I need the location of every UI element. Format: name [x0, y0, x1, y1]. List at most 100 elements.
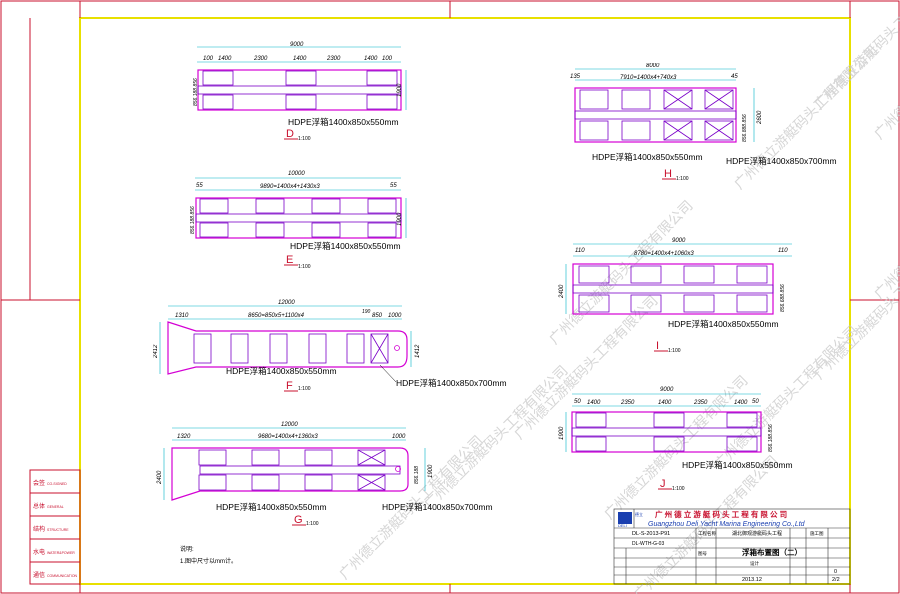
revision: 0 — [834, 569, 837, 575]
logo-cn: 德立 — [635, 511, 643, 517]
view-j-overall: 9000 — [660, 387, 674, 393]
panel-row-4-label: 水电 — [33, 548, 45, 556]
view-f-width-right: 1412 — [415, 344, 421, 358]
view-f-right-b: 850 — [372, 313, 383, 319]
view-f-label-700: HDPE浮箱1400x850x700mm — [396, 378, 507, 388]
panel-row-3-sub: STRUCTURE — [47, 528, 69, 532]
view-j: 9000 50 1400 2350 1400 2350 1400 50 1900… — [559, 387, 793, 492]
panel-row-2-label: 总体 — [33, 502, 45, 510]
view-d-seg-3: 2300 — [253, 56, 268, 62]
view-g-letter: G — [294, 514, 303, 526]
view-i-formula: 8780=1400x4+1060x3 — [634, 251, 694, 257]
view-j-seg-1: 50 — [574, 399, 581, 405]
view-d-side: 856.188.856 — [193, 78, 199, 106]
view-j-letter: J — [660, 478, 666, 490]
view-f-right-c: 1000 — [388, 313, 402, 319]
view-j-seg-5: 2350 — [693, 400, 708, 406]
view-g-label-550: HDPE浮箱1400x850x550mm — [216, 502, 327, 512]
view-j-seg-4: 1400 — [658, 400, 672, 406]
panel-row-3-label: 结构 — [33, 525, 45, 533]
view-g-label-700: HDPE浮箱1400x850x700mm — [382, 502, 493, 512]
view-e-formula: 9890=1400x4+1430x3 — [260, 184, 320, 190]
project-code-1: DL-S-2013-P91 — [632, 531, 670, 537]
view-h-label-550: HDPE浮箱1400x850x550mm — [592, 152, 703, 162]
view-e-width: 1900 — [397, 212, 403, 226]
view-i-right: 110 — [778, 248, 788, 254]
view-f-right-a: 190 — [362, 309, 371, 315]
view-h-left: 135 — [570, 74, 581, 80]
view-f-left: 1310 — [175, 313, 189, 319]
panel-row-5-sub: COMMUNICATION — [47, 574, 78, 578]
inner-frame — [79, 17, 851, 585]
view-g-side: 856.188 — [414, 466, 420, 484]
view-h-right: 45 — [731, 74, 738, 80]
view-f-formula: 8650=850x5+1100x4 — [248, 313, 305, 319]
panel-row-5-label: 通信 — [33, 571, 45, 579]
view-e-right: 55 — [390, 183, 397, 189]
panel-row-1-sub: CO-SIGNED — [47, 482, 67, 486]
view-h-formula: 7910=1400x4+740x3 — [620, 75, 677, 81]
view-d-seg-2: 1400 — [218, 56, 232, 62]
view-j-side: 856.188.856 — [768, 424, 774, 452]
view-e-side: 856.188.856 — [190, 206, 196, 234]
view-j-seg-7: 50 — [752, 399, 759, 405]
view-h-side: 856.888.856 — [742, 114, 748, 142]
view-g-width-left: 2400 — [157, 470, 163, 485]
view-i-overall: 9000 — [672, 238, 686, 244]
view-h: 8000 135 7910=1400x4+740x3 45 856.888.85… — [570, 63, 837, 182]
view-g-right: 1000 — [392, 434, 406, 440]
view-d-seg-1: 100 — [203, 56, 214, 62]
view-d-overall: 9000 — [290, 42, 304, 48]
view-i-label-550: HDPE浮箱1400x850x550mm — [668, 319, 779, 329]
sheet-number: 2/2 — [832, 577, 840, 583]
view-d-label-550: HDPE浮箱1400x850x550mm — [288, 117, 399, 127]
notes-line-1: 1.图中尺寸以mm计。 — [180, 557, 237, 565]
stage: 施工图 — [810, 530, 824, 537]
notes-heading: 说明: — [180, 545, 194, 553]
view-f-width-left: 2412 — [153, 344, 159, 359]
view-d-letter: D — [286, 128, 294, 140]
view-g-overall: 12000 — [281, 422, 298, 428]
view-i-width: 2400 — [559, 284, 565, 299]
view-i-side: 856.688.856 — [780, 284, 786, 312]
view-f-letter: F — [286, 380, 293, 392]
project-name: 湖北御观游艇码头工程 — [732, 530, 782, 537]
view-d-width: 1900 — [397, 83, 403, 97]
view-f-scale: 1:100 — [298, 386, 311, 392]
view-d-seg-5: 2300 — [326, 56, 341, 62]
drawing-title: 浮箱布置图（二） — [742, 547, 802, 557]
field-project-name-label: 工程名称 — [698, 530, 716, 537]
view-j-seg-3: 2350 — [620, 400, 635, 406]
view-j-seg-6: 1400 — [734, 400, 748, 406]
panel-row-1-label: 会签 — [33, 479, 45, 487]
view-h-letter: H — [664, 168, 672, 180]
view-d-seg-4: 1400 — [293, 56, 307, 62]
notes: 说明: 1.图中尺寸以mm计。 — [180, 545, 237, 565]
title-block-logo: DELI 德立 — [618, 511, 643, 528]
view-i-left: 110 — [575, 248, 585, 254]
view-f-overall: 12000 — [278, 300, 295, 306]
view-j-scale: 1:100 — [672, 486, 685, 492]
view-f: 12000 1310 8650=850x5+1100x4 190 850 100… — [153, 300, 507, 392]
panel-row-4-sub: WATER&POWER — [47, 551, 75, 555]
view-g-scale: 1:100 — [306, 521, 319, 527]
view-d-scale: 1:100 — [298, 136, 311, 142]
view-d-seg-6: 1400 — [364, 56, 378, 62]
view-d-seg-7: 100 — [382, 56, 393, 62]
drawing-date: 2013.12 — [742, 577, 762, 583]
view-i: 9000 110 8780=1400x4+1060x3 110 2400 856… — [559, 238, 792, 354]
view-e-label-550: HDPE浮箱1400x850x550mm — [290, 241, 401, 251]
company-name-cn: 广 州 德 立 游 艇 码 头 工 程 有 限 公 司 — [655, 509, 787, 519]
view-e-scale: 1:100 — [298, 264, 311, 270]
left-signature-panel: 会签 CO-SIGNED 总体 GENERAL 结构 STRUCTURE 水电 … — [29, 469, 81, 585]
view-g-width-right: 1900 — [428, 464, 434, 478]
view-g-formula: 9680=1400x4+1360x3 — [258, 434, 318, 440]
designer-label: 设计 — [750, 560, 759, 567]
view-h-scale: 1:100 — [676, 176, 689, 182]
view-j-label-550: HDPE浮箱1400x850x550mm — [682, 460, 793, 470]
view-e-left: 55 — [196, 183, 203, 189]
view-h-width: 2600 — [757, 110, 763, 125]
view-e: 10000 55 9890=1400x4+1430x3 55 1900 856.… — [190, 171, 407, 270]
